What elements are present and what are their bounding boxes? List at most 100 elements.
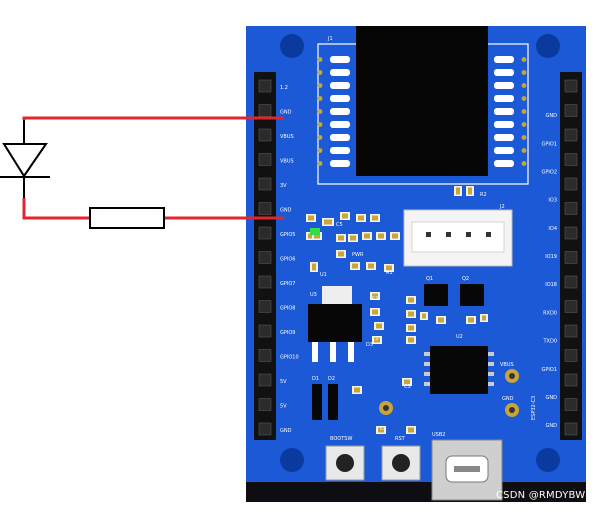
smd-part xyxy=(352,386,362,394)
right-pin-label: GPIO1 xyxy=(542,141,557,147)
right-pin-label: GND xyxy=(546,395,558,401)
module-via xyxy=(317,96,323,101)
module-via xyxy=(521,161,527,166)
smd-part xyxy=(370,308,380,316)
header-pin xyxy=(258,251,272,264)
led-indicator xyxy=(310,228,320,235)
module-pad xyxy=(330,134,350,141)
left-pin-label: GND xyxy=(280,428,292,434)
header-pin xyxy=(258,300,272,313)
silk-r2: R2 xyxy=(480,192,487,198)
boot-button[interactable] xyxy=(325,445,365,481)
smd-part xyxy=(306,214,316,222)
module-pad xyxy=(330,147,350,154)
silk-bootsw: BOOTSW xyxy=(330,436,352,442)
module-pad xyxy=(494,95,514,102)
smd-diode xyxy=(328,384,338,420)
module-via xyxy=(521,109,527,114)
wifi-module xyxy=(356,26,488,176)
smd-part xyxy=(406,324,416,332)
left-pin-label: 5V xyxy=(280,379,287,385)
module-pad xyxy=(330,56,350,63)
smd-diode xyxy=(312,384,322,420)
header-pin xyxy=(258,226,272,240)
module-via xyxy=(317,109,323,114)
mounting-hole xyxy=(280,448,304,472)
diode-symbol xyxy=(0,120,50,198)
smd-part xyxy=(348,234,358,242)
header-pin xyxy=(564,128,578,142)
header-pin xyxy=(258,373,272,387)
right-pin-label: GND xyxy=(546,113,558,119)
smd-part xyxy=(370,214,380,222)
left-pin-label: GPIO8 xyxy=(280,306,295,312)
silk-u3: U3 xyxy=(310,292,317,298)
wire-top xyxy=(22,116,284,120)
right-header-pins xyxy=(564,79,578,436)
silk-u2: U2 xyxy=(456,334,463,340)
silk-d2: D2 xyxy=(328,376,335,382)
smd-part xyxy=(390,232,400,240)
left-pin-label: VBUS xyxy=(280,159,294,165)
smd-part xyxy=(454,186,462,196)
smd-part xyxy=(340,212,350,220)
smd-part xyxy=(362,232,372,240)
silk-rst: RST xyxy=(395,436,406,442)
resistor-symbol xyxy=(89,207,165,229)
module-via xyxy=(317,57,323,62)
module-via xyxy=(317,135,323,140)
silk-d3: D3 xyxy=(366,342,373,348)
header-pin xyxy=(258,324,272,338)
module-via xyxy=(317,161,323,166)
smd-part xyxy=(336,250,346,258)
left-pin-label: GPIO9 xyxy=(280,330,295,336)
left-pin-label: 5V xyxy=(280,404,287,410)
module-pad xyxy=(494,82,514,89)
smd-part xyxy=(336,234,346,242)
module-pad xyxy=(494,69,514,76)
right-pin-label: RXD0 xyxy=(543,310,557,316)
header-pin xyxy=(258,275,272,289)
silk-gnd: GND xyxy=(502,396,514,402)
right-pin-label: IO4 xyxy=(548,226,557,232)
silk-u1: U1 xyxy=(320,272,327,278)
smd-part xyxy=(480,314,488,322)
header-pin xyxy=(258,79,272,93)
mounting-hole xyxy=(536,448,560,472)
left-header-labels: 1.2GNDVBUSVBUS3VGNDGPIO5GPIO6GPIO7GPIO8G… xyxy=(280,85,299,434)
smd-part xyxy=(322,218,334,226)
header-pin xyxy=(564,300,578,313)
transistor-q1 xyxy=(424,284,448,306)
usb-connector[interactable] xyxy=(431,439,503,501)
module-via xyxy=(521,122,527,127)
left-pin-label: VBUS xyxy=(280,134,294,140)
header-pin xyxy=(258,128,272,142)
smd-part xyxy=(406,310,416,318)
header-pin xyxy=(564,226,578,240)
module-pad xyxy=(330,95,350,102)
smd-part xyxy=(406,426,416,434)
silk-q2: Q2 xyxy=(462,276,469,282)
module-pad xyxy=(494,56,514,63)
reset-button[interactable] xyxy=(381,445,421,481)
left-pin-label: GPIO5 xyxy=(280,232,295,238)
module-via xyxy=(521,96,527,101)
header-pin xyxy=(564,275,578,289)
smd-part xyxy=(374,322,384,330)
silk-d1: D1 xyxy=(312,376,319,382)
header-pin xyxy=(564,373,578,387)
smd-part xyxy=(356,214,366,222)
left-pin-label: 3V xyxy=(280,183,287,189)
module-pad xyxy=(330,108,350,115)
header-pin xyxy=(258,422,272,436)
module-pad xyxy=(330,121,350,128)
mounting-hole xyxy=(536,34,560,58)
module-pad xyxy=(494,134,514,141)
ic-chip xyxy=(424,346,494,394)
left-pin-label: GPIO6 xyxy=(280,257,295,263)
module-pad xyxy=(494,108,514,115)
module-pad xyxy=(494,121,514,128)
smd-part xyxy=(306,232,316,240)
smd-part xyxy=(466,316,476,324)
